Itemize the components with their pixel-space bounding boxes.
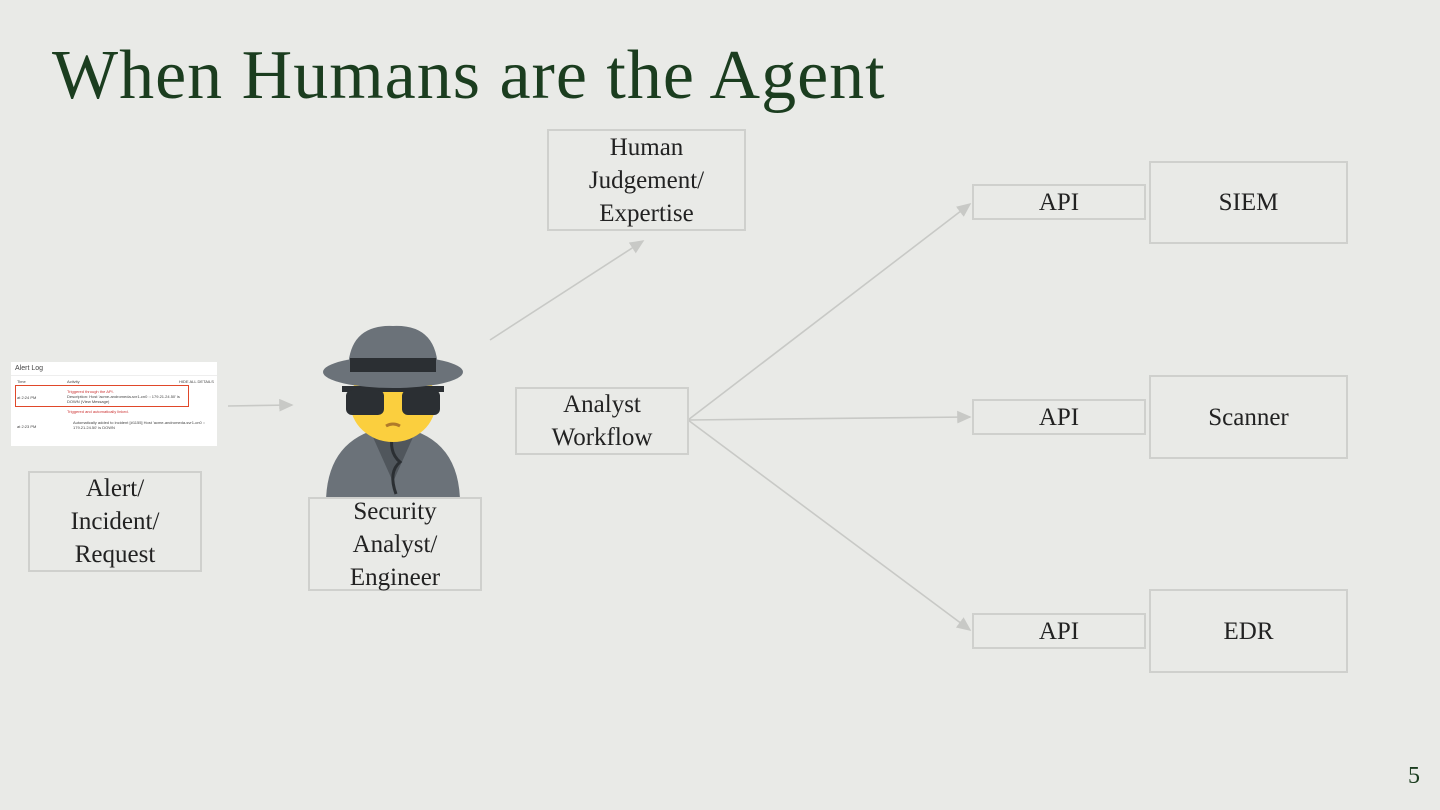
detective-spy-icon — [323, 325, 463, 497]
node-siem: SIEM — [1149, 161, 1348, 244]
row-time: at 2:24 PM — [17, 395, 37, 400]
arrow-alert-to-analyst — [227, 398, 294, 412]
slide-title: When Humans are the Agent — [52, 37, 886, 114]
page-number: 5 — [1408, 763, 1420, 789]
node-alert: Alert/Incident/Request — [28, 471, 202, 572]
row-time: at 2:23 PM — [17, 424, 37, 429]
node-api-edr: API — [972, 613, 1146, 649]
col-activity: Activity — [67, 379, 80, 384]
hide-all: HIDE ALL DETAILS — [179, 379, 214, 384]
highlight-box — [15, 385, 189, 407]
arrow-workflow-to-edr — [687, 419, 972, 631]
row-description: Description: Host 'acme-andromeda-svr1-c… — [67, 394, 180, 404]
arrow-analyst-to-judgement — [489, 240, 645, 341]
alert-log-screenshot: Alert Log Time Activity HIDE ALL DETAILS… — [11, 362, 217, 446]
node-scanner: Scanner — [1149, 375, 1348, 459]
node-api-siem: API — [972, 184, 1146, 220]
row-activity: Triggered and automatically linked. — [67, 409, 129, 414]
node-edr: EDR — [1149, 589, 1348, 673]
col-time: Time — [17, 379, 26, 384]
node-api-scanner: API — [972, 399, 1146, 435]
row-activity: Triggered through the API. — [67, 389, 114, 394]
alert-log-heading: Alert Log — [11, 362, 217, 376]
arrow-workflow-to-siem — [687, 203, 972, 421]
row-description: Automatically added to incident [#1155] … — [73, 420, 206, 430]
arrow-workflow-to-scanner — [687, 410, 972, 424]
